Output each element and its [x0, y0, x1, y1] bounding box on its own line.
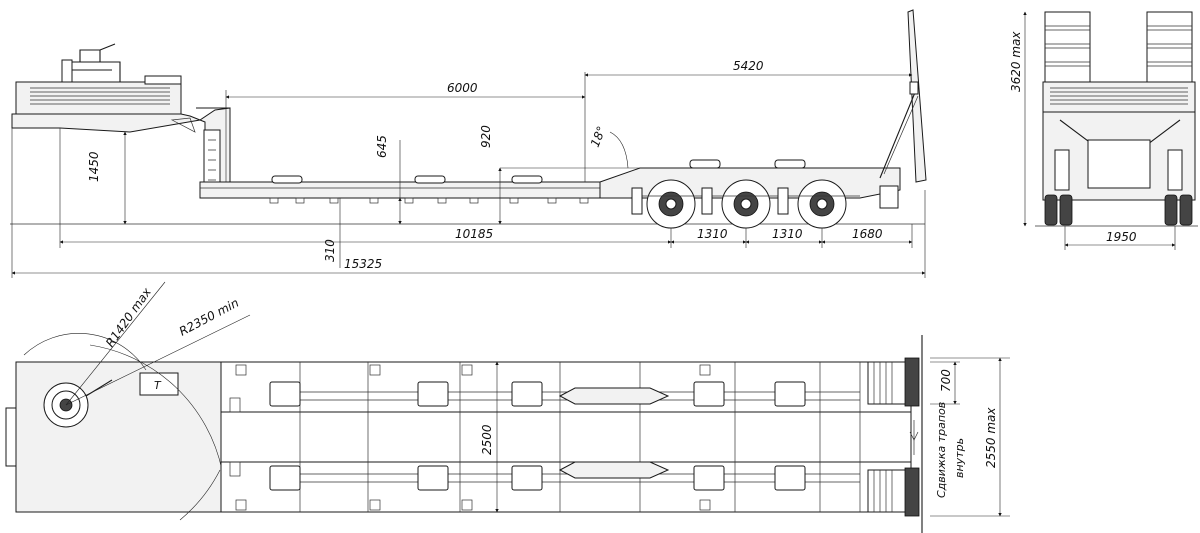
note-ramp-shift-inward: внутрь: [953, 438, 966, 478]
top-lugs: [269, 381, 806, 491]
gooseneck: [11, 43, 231, 191]
dim-axle-spacing-1: 1310: [697, 227, 728, 241]
dim-deck-length: 6000: [447, 81, 478, 95]
wheels: [631, 179, 899, 229]
front-cabin-box: [15, 81, 182, 115]
top-deck: [220, 361, 912, 513]
dim-coupling-radius: R1420 max: [103, 285, 154, 350]
rear-ramp-left: [1044, 11, 1091, 83]
dim-ramp-angle: 18°: [588, 124, 609, 149]
dim-rear-track: 1950: [1106, 230, 1137, 244]
dim-rear-height: 3620 max: [1009, 31, 1023, 92]
dim-total-length: 15325: [344, 257, 382, 271]
top-view: T R1420 max R2350 min: [5, 281, 1010, 533]
svg-text:T: T: [154, 379, 162, 392]
dim-rear-overhang: 1680: [852, 227, 883, 241]
rear-view: 3620 max 1950: [1009, 11, 1198, 250]
top-front-platform: [15, 361, 222, 513]
dim-total-width: 2550 max: [984, 407, 998, 468]
dim-deck-height: 645: [375, 135, 389, 158]
side-view: 6000 5420 1450 645 920 18° 10185 1310 13…: [10, 9, 927, 278]
dim-deck-width: 2500: [480, 424, 494, 455]
deck: [199, 159, 901, 204]
dim-front-offset: 310: [323, 239, 337, 262]
dim-axle-spacing-2: 1310: [772, 227, 803, 241]
rear-ramps: [879, 9, 927, 183]
dim-gooseneck-height: 1450: [87, 151, 101, 182]
dim-rear-section: 5420: [733, 59, 764, 73]
dim-ramp-width: 700: [939, 369, 953, 392]
dim-step-height: 920: [479, 125, 493, 148]
rear-ramp-right: [1146, 11, 1193, 83]
dim-wheelbase: 10185: [455, 227, 493, 241]
note-ramp-shift: Сдвижка трапов: [935, 402, 948, 498]
dim-turning-radius: R2350 min: [177, 296, 241, 339]
